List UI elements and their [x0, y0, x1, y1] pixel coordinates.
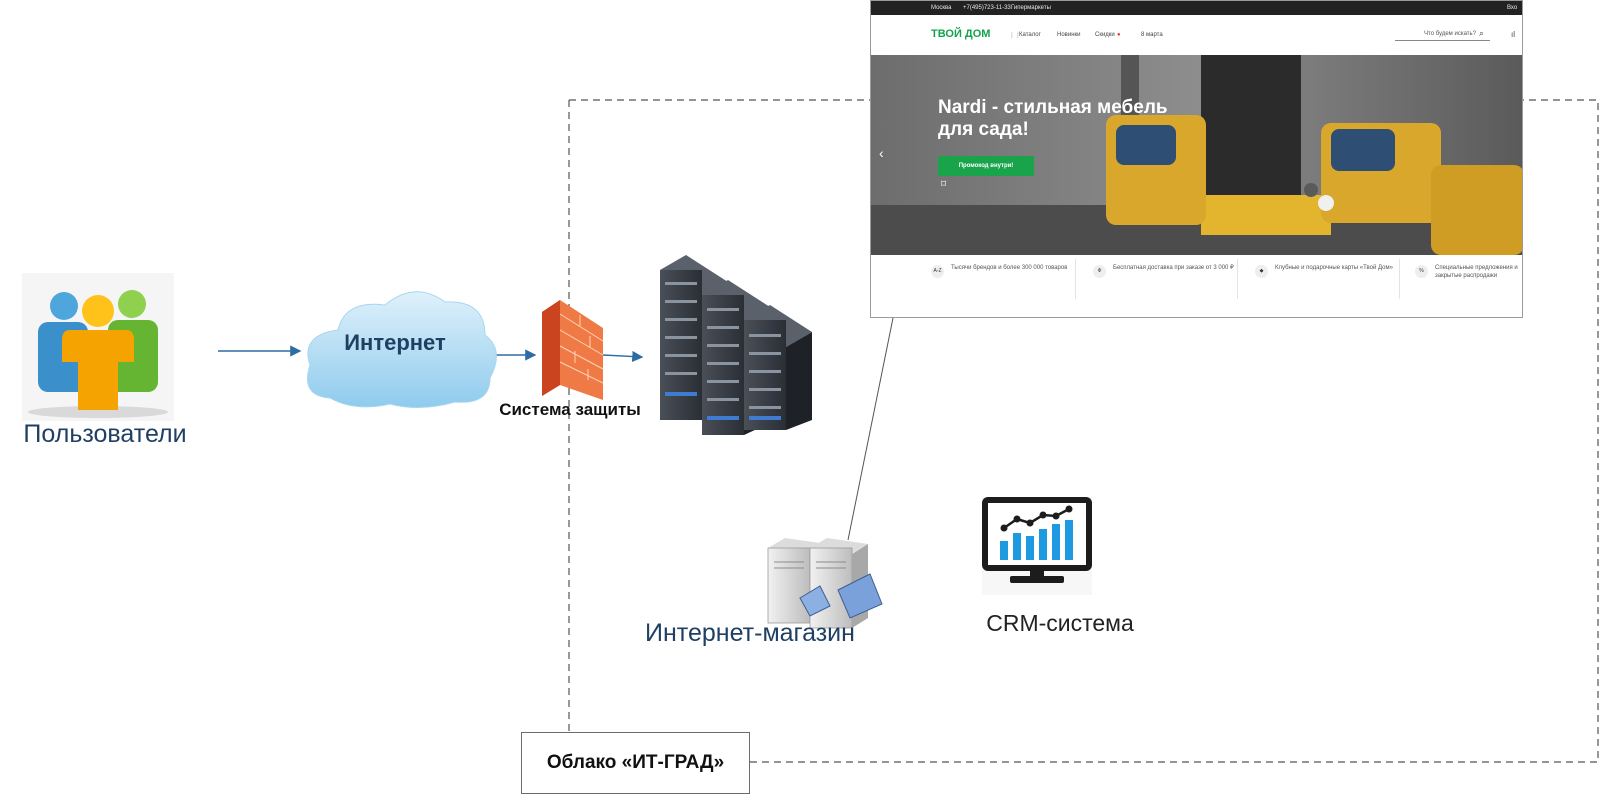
feature-divider: [1075, 259, 1076, 299]
hero-promo-button: Промокод внутри!: [938, 156, 1034, 176]
arrow-firewall-to-servers: [602, 350, 644, 363]
nav-march: 8 марта: [1141, 32, 1163, 38]
website-screenshot: Москва +7(495)723-11-33 Гипермаркеты Вхо…: [870, 0, 1523, 318]
site-nav: ТВОЙ ДОМ ⋮⋮ Каталог Новинки Скидки ● 8 м…: [871, 15, 1522, 56]
cloud-provider-box: Облако «ИТ-ГРАД»: [521, 732, 750, 794]
feature-divider: [1399, 259, 1400, 299]
crm-monitor-icon: [982, 497, 1092, 595]
shop-servers-icon: [767, 538, 883, 629]
nav-catalog: Каталог: [1019, 32, 1041, 38]
nav-sale: Скидки: [1095, 32, 1115, 38]
shop-label: Интернет-магазин: [645, 619, 855, 647]
shop-website-connector: [847, 317, 894, 541]
feature-1-icon: A-Z: [931, 265, 944, 278]
feature-4-icon: %: [1415, 265, 1428, 278]
site-stores-link: Гипермаркеты: [1011, 5, 1051, 11]
feature-2-icon: Ф: [1093, 265, 1106, 278]
site-logo: ТВОЙ ДОМ: [931, 28, 991, 40]
catalog-grid-icon: ⋮⋮: [1009, 33, 1021, 39]
internet-label: Интернет: [344, 330, 446, 355]
server-racks-icon: [660, 255, 812, 435]
nav-new: Новинки: [1057, 32, 1081, 38]
users-icon: [22, 273, 174, 421]
feature-2-text: Бесплатная доставка при заказе от 3 000 …: [1113, 265, 1234, 271]
users-label: Пользователи: [23, 420, 187, 448]
site-phone: +7(495)723-11-33: [963, 5, 1011, 11]
feature-1-text: Тысячи брендов и более 300 000 товаров: [951, 265, 1068, 271]
hero-title: Nardi - стильная мебель для сада!: [938, 97, 1168, 140]
feature-3-text: Клубные и подарочные карты «Твой Дом»: [1275, 265, 1393, 271]
hero-photo: [871, 55, 1522, 255]
firewall-label: Система защиты: [499, 400, 641, 419]
firewall-icon: [542, 300, 604, 400]
cloud-boundary: [568, 99, 1599, 763]
site-topbar: Москва +7(495)723-11-33 Гипермаркеты Вхо: [871, 1, 1522, 15]
site-login-link: Вхо: [1507, 5, 1518, 11]
search-icon: ⌕: [1479, 28, 1485, 38]
sale-badge-icon: ●: [1117, 32, 1121, 38]
feature-divider: [1237, 259, 1238, 299]
hero-prev-arrow-icon: ‹: [879, 145, 884, 161]
site-search: Что будем искать?: [1395, 27, 1490, 41]
internet-cloud-icon: [307, 291, 497, 409]
price-tag-icon: ⌑: [941, 179, 947, 190]
site-hero-banner: ‹ Nardi - стильная мебель для сада! Пром…: [871, 55, 1522, 255]
chart-bars-icon: ıl: [1511, 30, 1515, 39]
feature-3-icon: ◆: [1255, 265, 1268, 278]
site-city: Москва: [931, 5, 952, 11]
crm-label: CRM-система: [986, 610, 1134, 636]
feature-4-text: Специальные предложения и закрытые распр…: [1435, 265, 1518, 279]
